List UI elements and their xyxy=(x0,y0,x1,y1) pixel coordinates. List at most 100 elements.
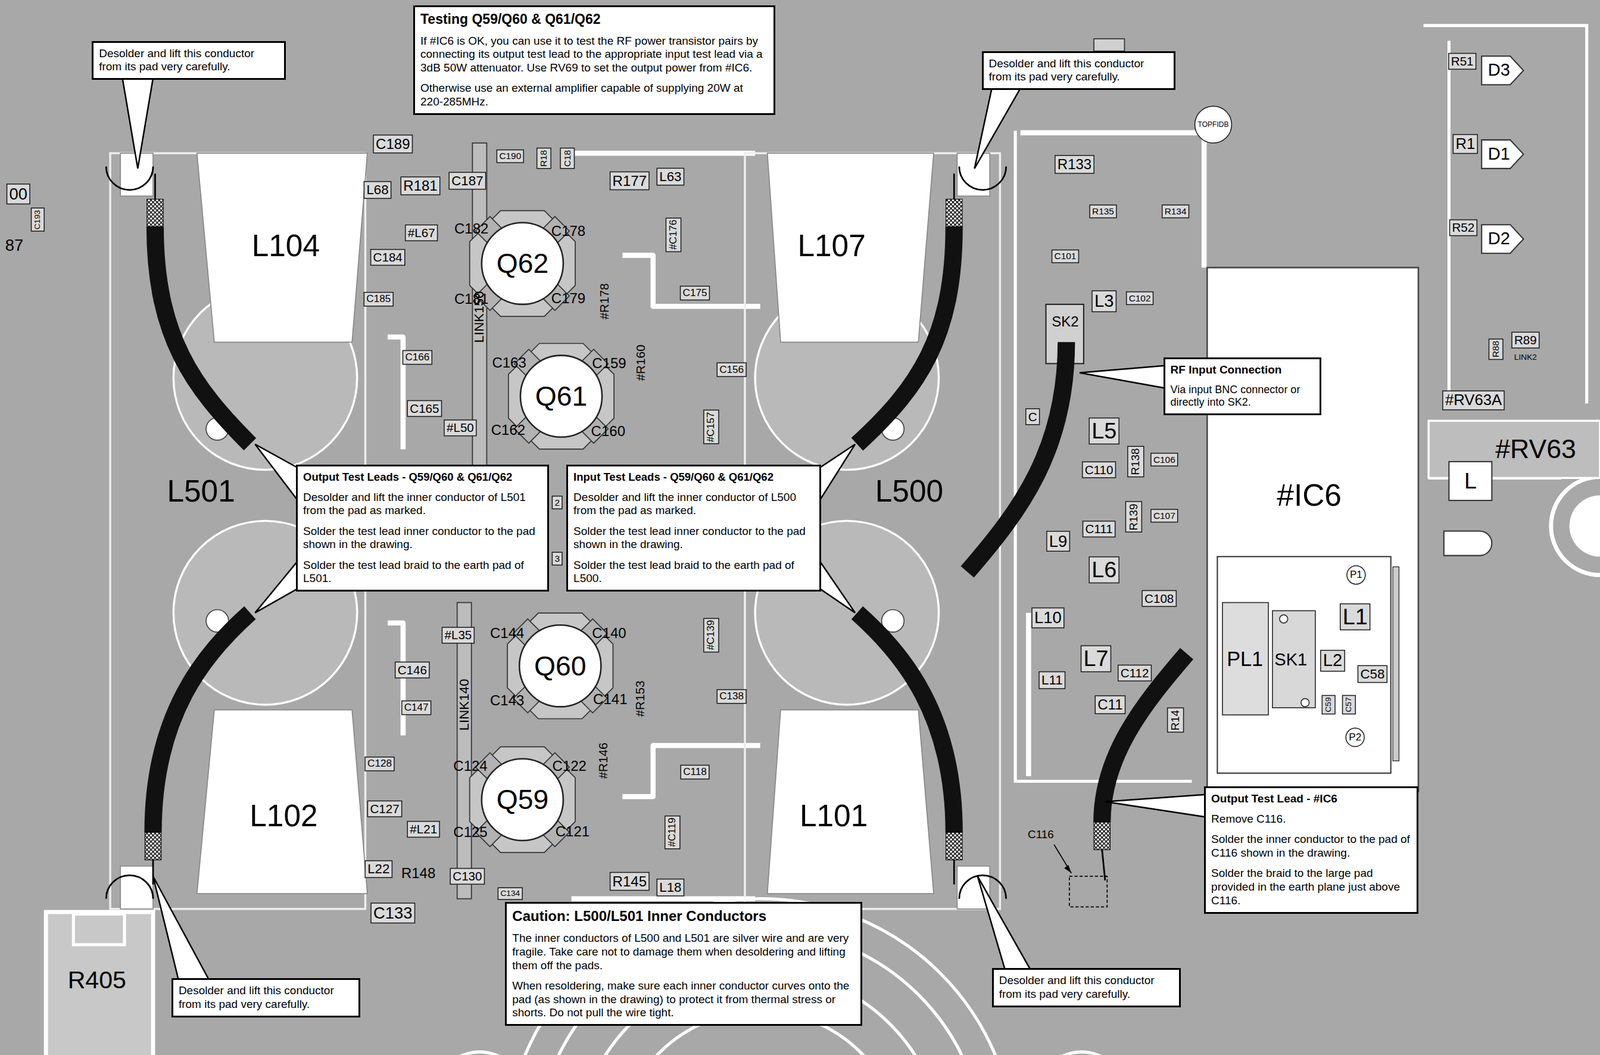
callout-text: Solder the test lead braid to the earth … xyxy=(573,558,814,586)
callout-box: Output Test Leads - Q59/Q60 & Q61/Q62Des… xyxy=(295,464,550,592)
ic-module xyxy=(1222,602,1269,716)
callout-text: Desolder and lift the inner conductor of… xyxy=(573,490,814,519)
arc-trace xyxy=(433,1051,526,1055)
callout-heading: Caution: L500/L501 Inner Conductors xyxy=(512,907,856,925)
part-label: C112 xyxy=(1120,666,1150,680)
pcb-trace xyxy=(1020,132,1205,268)
component-footprint xyxy=(665,217,681,252)
cable-braid xyxy=(147,198,164,227)
component-footprint xyxy=(1448,53,1477,70)
component-footprint xyxy=(1052,250,1079,263)
part-label: C185 xyxy=(366,294,391,305)
diode xyxy=(1481,224,1524,254)
part-label: D3 xyxy=(1488,61,1511,80)
part-label: C101 xyxy=(1054,251,1077,261)
pcb-trace xyxy=(571,150,756,157)
part-label: 3 xyxy=(554,553,560,563)
test-point xyxy=(1345,727,1365,747)
part-label: 00 xyxy=(9,185,28,202)
component-footprint xyxy=(1340,603,1371,630)
callout-text: Solder the inner conductor to the pad of… xyxy=(1211,832,1412,860)
component-footprint xyxy=(1125,501,1142,532)
component-footprint xyxy=(1342,694,1356,714)
inductor-pad xyxy=(120,153,990,909)
ic-module xyxy=(1392,566,1399,761)
pcb-trace xyxy=(622,255,760,307)
part-label: LINK150 xyxy=(472,290,486,343)
coax-cable xyxy=(856,612,954,833)
component-footprint xyxy=(1452,134,1478,154)
board xyxy=(1093,38,1125,52)
callout-box: Desolder and lift this conductor from it… xyxy=(91,41,286,81)
callout-heading: Testing Q59/Q60 & Q61/Q62 xyxy=(420,11,769,28)
inner-conductor xyxy=(105,874,154,898)
ic-module xyxy=(1272,610,1316,708)
callout-text: Desolder and lift this conductor from it… xyxy=(999,973,1174,1001)
callout-text: Remove C116. xyxy=(1211,812,1412,826)
component-footprint xyxy=(1039,671,1066,689)
pcb-trace xyxy=(387,622,404,736)
part-label: L11 xyxy=(1041,673,1063,687)
callout-heading: Output Test Lead - #IC6 xyxy=(1211,791,1412,806)
arc-trace xyxy=(1035,1051,1128,1055)
coax-cable xyxy=(153,226,1187,833)
part-label: L107 xyxy=(797,230,866,261)
part-label: L101 xyxy=(799,800,868,831)
part-label: C133 xyxy=(373,904,413,921)
component-footprint xyxy=(560,148,575,169)
inner-conductor xyxy=(959,166,1007,190)
component-footprint xyxy=(370,249,405,266)
part-label: #RV63A xyxy=(1445,392,1502,408)
component-footprint xyxy=(363,181,391,199)
ic-module xyxy=(1206,267,1419,791)
component-footprint xyxy=(400,176,440,195)
part-label: #RV63 xyxy=(1495,435,1577,463)
part-label: SK1 xyxy=(1274,650,1308,669)
part-label: L10 xyxy=(1034,609,1062,626)
component-footprint xyxy=(450,868,485,885)
part-label: C128 xyxy=(367,758,392,769)
transistor xyxy=(481,222,564,305)
part-label: C184 xyxy=(373,251,403,264)
link-bar xyxy=(457,602,472,899)
callout-text: Otherwise use an external amplifier capa… xyxy=(420,81,769,109)
inductor-pad xyxy=(197,153,368,342)
part-label: C166 xyxy=(404,351,430,363)
part-label: C108 xyxy=(1144,591,1174,605)
callout-box: Output Test Lead - #IC6Remove C116. Solde… xyxy=(1204,786,1419,914)
part-label: Q61 xyxy=(535,382,588,410)
component-footprint xyxy=(1089,204,1117,218)
inner-conductor xyxy=(154,173,157,199)
part-label: R139 xyxy=(1127,503,1140,530)
component-footprint xyxy=(407,821,440,838)
cable-braid xyxy=(144,198,1110,860)
part-label: R148 xyxy=(401,865,436,881)
part-label: L3 xyxy=(1094,292,1114,310)
part-label: Q60 xyxy=(534,652,587,680)
arc-trace xyxy=(504,898,1016,1055)
component-footprint xyxy=(1162,204,1190,218)
component-footprint xyxy=(441,627,474,644)
board xyxy=(1569,494,1600,557)
callout-box: Desolder and lift this conductor from it… xyxy=(171,977,361,1018)
callout-text: Solder the braid to the large pad provid… xyxy=(1211,866,1412,907)
inner-conductor xyxy=(1102,849,1106,880)
part-label: L9 xyxy=(1049,532,1068,550)
component-footprint xyxy=(1031,607,1065,628)
part-label: C121 xyxy=(555,824,590,839)
part-label: C143 xyxy=(490,693,525,708)
component-footprint xyxy=(1321,694,1336,714)
component-footprint xyxy=(1055,155,1094,174)
callout-pointer xyxy=(1079,365,1166,389)
part-label: 87 xyxy=(5,236,24,254)
part-label: C178 xyxy=(551,223,586,239)
part-label: L102 xyxy=(249,800,318,831)
part-label: #R146 xyxy=(597,742,610,779)
callout-heading: Output Test Leads - Q59/Q60 & Q61/Q62 xyxy=(303,470,542,484)
leader-line xyxy=(1053,844,1107,907)
part-label: Q62 xyxy=(496,249,550,277)
component-footprint xyxy=(1081,645,1112,672)
component-footprint xyxy=(1142,590,1177,607)
